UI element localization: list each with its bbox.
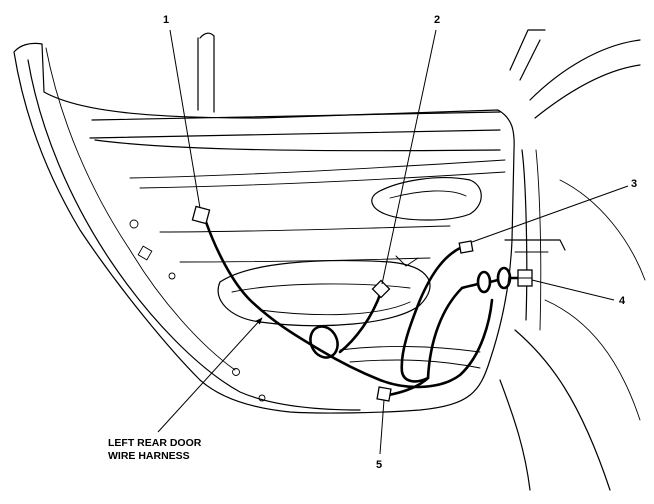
callout-3: 3	[631, 178, 637, 190]
connector-5	[376, 386, 392, 402]
wire-harness	[204, 220, 522, 398]
door-outline	[13, 32, 515, 414]
harness-label-line1: LEFT REAR DOOR	[108, 437, 202, 449]
callout-2: 2	[434, 14, 440, 26]
pillar-structure	[499, 29, 646, 491]
connector-4	[517, 269, 533, 287]
harness-label-line2: WIRE HARNESS	[108, 450, 190, 462]
connector-1	[191, 205, 211, 225]
callout-5: 5	[376, 459, 382, 471]
callout-1: 1	[163, 14, 169, 26]
callout-4: 4	[619, 295, 626, 307]
leader-lines	[157, 29, 629, 455]
connector-2	[371, 279, 391, 299]
connector-3	[458, 240, 474, 254]
